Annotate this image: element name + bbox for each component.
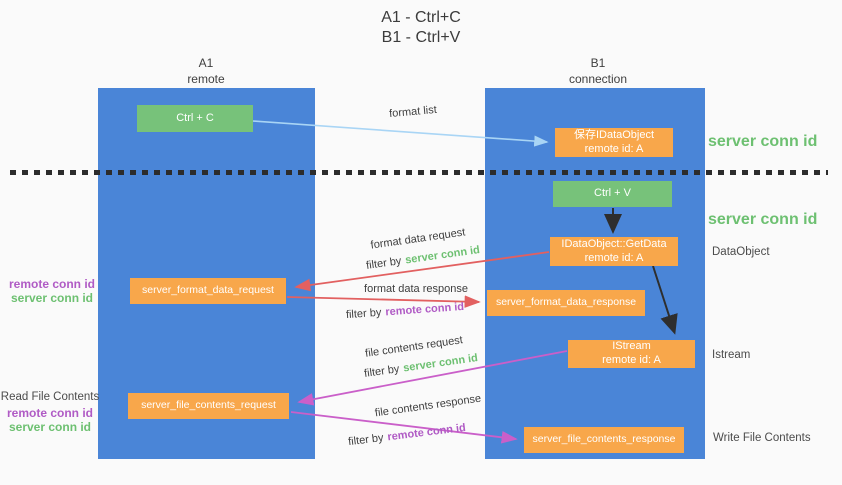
server-conn-id-text: server conn id [402, 352, 479, 375]
node-getdata-line1: IDataObject::GetData [561, 237, 667, 250]
remote-conn-id-label: remote conn id [8, 277, 95, 291]
server-conn-id-label: server conn id [8, 420, 92, 435]
remote-conn-id-text: remote conn id [384, 300, 465, 319]
read-file-contents-block: Read File Contents remote conn id server… [0, 391, 100, 435]
lane-a1-sub: remote [187, 71, 225, 86]
node-server-file-contents-response: server_file_contents_response [524, 427, 684, 453]
node-server-file-contents-request: server_file_contents_request [128, 393, 289, 419]
node-server-format-data-request: server_format_data_request [130, 278, 286, 304]
lane-b1-name: B1 [590, 56, 606, 70]
node-format-request-label: server_format_data_request [142, 284, 274, 297]
server-conn-id-label: server conn id [10, 291, 94, 306]
remote-conn-id-text: remote conn id [386, 421, 467, 444]
title-line-copy: A1 - Ctrl+C [381, 9, 461, 26]
filter-by-text: filter by [347, 431, 385, 449]
filter-by-text: filter by [365, 255, 403, 272]
dataobject-label: DataObject [712, 246, 770, 258]
lane-header-a1: A1 remote [146, 56, 266, 87]
read-file-contents-label: Read File Contents [0, 391, 100, 403]
write-file-contents-label: Write File Contents [713, 432, 811, 444]
diagram-title: A1 - Ctrl+C B1 - Ctrl+V [301, 8, 541, 48]
server-conn-id-text: server conn id [404, 244, 481, 267]
format-list-label: format list [388, 103, 438, 121]
node-ctrl-v-label: Ctrl + V [594, 187, 631, 200]
node-ctrl-v: Ctrl + V [553, 181, 672, 207]
dotted-divider [10, 170, 828, 175]
left-conn-ids-format: remote conn id server conn id [8, 277, 96, 306]
filter-by-text: filter by [363, 363, 401, 380]
node-save-idataobject-line2: remote id: A [584, 142, 644, 155]
lane-a1-name: A1 [198, 56, 214, 70]
node-format-response-label: server_format_data_response [495, 296, 637, 309]
title-line-paste: B1 - Ctrl+V [381, 29, 461, 46]
node-idataobject-getdata: IDataObject::GetData remote id: A [550, 237, 678, 266]
node-save-idataobject-line1: 保存IDataObject [573, 128, 655, 141]
remote-conn-id-label: remote conn id [6, 406, 93, 420]
node-ctrl-c: Ctrl + C [137, 105, 253, 132]
server-conn-id-label-copy: server conn id [708, 133, 818, 150]
node-save-idataobject: 保存IDataObject remote id: A [555, 128, 673, 157]
server-conn-id-label-paste: server conn id [708, 211, 818, 228]
istream-label: Istream [712, 349, 751, 361]
node-ctrl-c-label: Ctrl + C [176, 111, 214, 124]
node-getdata-line2: remote id: A [584, 251, 644, 264]
format-data-response-label: format data response [364, 283, 468, 295]
node-istream-line1: IStream [612, 340, 651, 353]
node-file-request-label: server_file_contents_request [141, 399, 276, 412]
lane-b1-sub: connection [568, 71, 628, 86]
node-server-format-data-response: server_format_data_response [487, 290, 645, 316]
lane-header-b1: B1 connection [538, 56, 658, 87]
filter-by-text: filter by [345, 306, 382, 322]
node-istream-line2: remote id: A [602, 354, 661, 366]
node-istream: IStream remote id: A [568, 340, 695, 368]
file-contents-response-label: file contents response [374, 392, 482, 420]
node-file-response-label: server_file_contents_response [532, 433, 676, 446]
